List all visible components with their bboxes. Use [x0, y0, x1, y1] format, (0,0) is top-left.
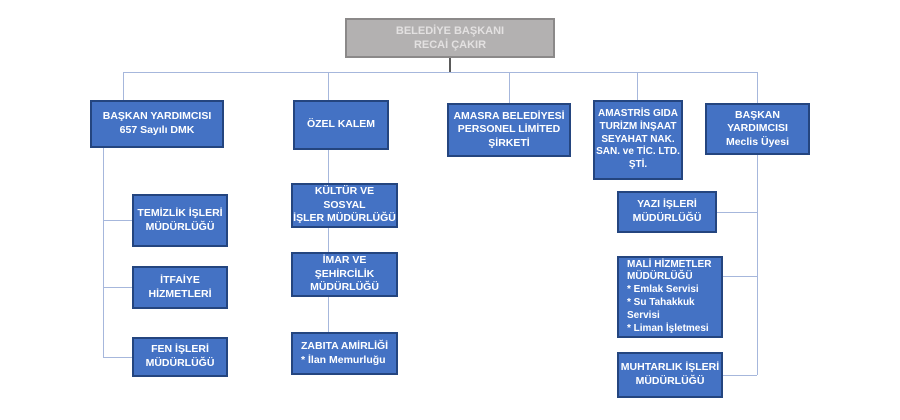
box-line: ŞTİ.	[628, 159, 648, 171]
connector-stub-amastris	[637, 72, 638, 100]
box-line: MÜDÜRLÜĞÜ	[145, 357, 215, 369]
box-line: SEYAHAT NAK.	[601, 133, 675, 145]
box-line: ÖZEL KALEM	[306, 118, 376, 131]
box-line: AMASRA BELEDİYESİ	[453, 109, 565, 122]
connector-left-fen	[103, 357, 132, 358]
box-line: YAZI İŞLERİ	[637, 198, 697, 211]
box-line: FEN İŞLERİ	[151, 343, 209, 356]
org-box-ozel-kalem: ÖZEL KALEM	[293, 100, 389, 150]
connector-right-branch-vertical	[757, 155, 758, 375]
connector-left-branch-vertical	[103, 148, 104, 357]
box-line: MÜDÜRLÜĞÜ	[635, 375, 705, 387]
box-line: * Su Tahakkuk Servisi	[627, 297, 695, 321]
box-line: İŞLER MÜDÜRLÜĞÜ	[293, 212, 396, 225]
connector-root-drop	[449, 58, 451, 72]
box-line: SAN. ve TİC. LTD.	[596, 146, 680, 158]
box-line: AMASTRİS GIDA	[598, 108, 678, 119]
connector-left-temizlik	[103, 220, 132, 221]
connector-right-mali	[723, 276, 757, 277]
box-line: MÜDÜRLÜĞÜ	[145, 220, 215, 233]
box-line: ZABITA AMİRLİĞİ	[301, 339, 389, 352]
connector-stub-ozel-kalem	[328, 72, 329, 100]
box-line: İMAR VE ŞEHİRCİLİK	[314, 254, 375, 280]
connector-main-horizontal	[123, 72, 758, 73]
box-line: TEMİZLİK İŞLERİ	[137, 206, 223, 219]
org-box-zabita-amirligi: ZABITA AMİRLİĞİ* İlan Memurluğu	[291, 332, 398, 375]
connector-right-muhtarlik	[723, 375, 757, 376]
box-line: * Emlak Servisi	[627, 284, 699, 296]
connector-mid-zabita	[328, 297, 329, 332]
box-line: MÜDÜRLÜĞÜ	[632, 212, 702, 224]
box-line: Meclis Üyesi	[725, 135, 790, 148]
box-line: KÜLTÜR VE SOSYAL	[314, 185, 375, 211]
box-line: MUHTARLIK İŞLERİ	[620, 361, 720, 374]
box-line: * Liman İşletmesi	[627, 322, 709, 334]
box-line: * İlan Memurluğu	[301, 353, 386, 366]
box-line: PERSONEL LİMİTED	[457, 123, 561, 136]
box-line: TURİZM İNŞAAT	[599, 120, 677, 132]
connector-mid-kultur	[328, 150, 329, 183]
connector-left-itfaiye	[103, 287, 132, 288]
connector-mid-imar	[328, 228, 329, 252]
box-line: BELEDİYE BAŞKANI	[395, 24, 505, 37]
connector-stub-deputy-dmk	[123, 72, 124, 100]
box-line: MÜDÜRLÜĞÜ	[627, 271, 693, 283]
connector-right-yazi	[717, 212, 757, 213]
box-line: ŞİRKETİ	[488, 136, 530, 149]
box-line: İTFAİYE	[160, 273, 200, 286]
box-line: MÜDÜRLÜĞÜ	[310, 281, 379, 294]
box-line: BAŞKAN YARDIMCISI	[102, 110, 212, 123]
connector-stub-deputy-meclis	[757, 72, 758, 103]
box-line: HİZMETLERİ	[148, 287, 212, 300]
box-line: MALİ HİZMETLER	[627, 258, 712, 270]
box-line: BAŞKAN YARDIMCISI	[727, 108, 788, 135]
box-line: RECAİ ÇAKIR	[413, 39, 487, 51]
connector-stub-personel-ltd	[509, 72, 510, 103]
org-box-belediye-baskani: BELEDİYE BAŞKANI RECAİ ÇAKIR	[345, 18, 555, 58]
box-line: 657 Sayılı DMK	[119, 124, 195, 136]
